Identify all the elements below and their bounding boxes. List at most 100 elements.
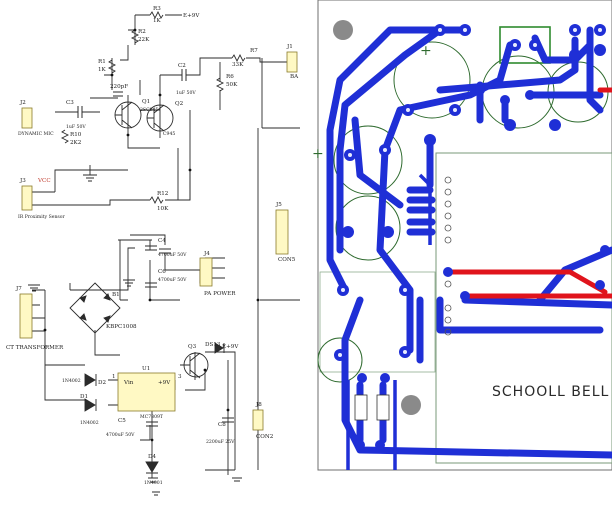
pcb-green-component-box — [499, 26, 551, 64]
connector-j7 — [19, 293, 33, 339]
pcb-mounting-holes — [333, 20, 421, 415]
label-j3-name: IR Proximity Sensor — [18, 214, 66, 220]
pcb-board-text: SCHOOLL BELL SC — [492, 384, 612, 400]
label-j2-name: DYNAMIC MIC — [18, 131, 54, 137]
capacitor-c8 — [222, 417, 234, 423]
label-c3-value: 1uF 50V — [66, 124, 86, 130]
label-u1-vin: Vin — [123, 380, 134, 386]
label-u1: U1 — [142, 366, 150, 372]
schematic-capacitors — [77, 69, 234, 427]
label-c5-value: 4700uF 50V — [106, 432, 135, 438]
junction-dots — [43, 28, 260, 442]
label-d4: D4 — [148, 454, 156, 460]
label-supply-mid: E+9V — [222, 344, 239, 350]
label-u1-pin1: 1 — [112, 374, 116, 380]
capacitor-c3 — [77, 106, 83, 118]
schematic-transistors — [114, 101, 209, 379]
capacitor-c1 — [113, 91, 123, 97]
pcb-layout: + + SCHOOLL BELL SC — [312, 0, 612, 471]
capacitor-c4b — [159, 248, 171, 254]
connector-j8 — [252, 409, 264, 431]
pcb-module-outline — [435, 152, 612, 464]
label-c3: C3 — [66, 100, 74, 106]
diode-d4 — [145, 461, 159, 474]
label-c4: C4 — [158, 238, 166, 244]
mount-hole-top-left — [333, 20, 353, 40]
label-d4-value: 1N4001 — [144, 480, 163, 486]
label-j4: J4 — [203, 251, 210, 257]
resistor-r2 — [130, 29, 140, 44]
label-c1-value: 220pF — [110, 84, 128, 90]
label-j3: J3 — [19, 178, 26, 184]
connector-j2 — [21, 107, 33, 129]
pcb-plus-mark-top: + — [420, 43, 432, 59]
label-rmic-value: 2K2 — [70, 140, 82, 146]
pcb-resistor-bodies — [354, 394, 390, 421]
diode-d1 — [84, 398, 97, 412]
label-j5: J5 — [275, 202, 282, 208]
label-j3-vcc: VCC — [37, 178, 51, 184]
label-j1-name: BA — [290, 74, 299, 80]
label-r1: R1 — [98, 59, 106, 65]
diode-ds13 — [214, 342, 225, 354]
label-r3: R3 — [153, 6, 161, 12]
label-r12: R12 — [157, 191, 169, 197]
label-c6: C6 — [158, 269, 166, 275]
label-u1-pin3: 3 — [178, 374, 182, 380]
resistor-r12 — [149, 195, 164, 205]
mount-hole-bottom — [401, 395, 421, 415]
bridge-rectifier-b1 — [69, 282, 121, 334]
label-q1: Q1 — [142, 99, 150, 105]
ground-symbols — [28, 279, 160, 496]
label-j2: J2 — [19, 100, 26, 106]
label-d1: D1 — [80, 394, 88, 400]
pcb-red-traces — [445, 87, 612, 299]
label-c6-value: 4700uF 50V — [158, 277, 187, 283]
label-j8: J8 — [255, 402, 262, 408]
label-r6: R6 — [226, 74, 234, 80]
label-q2-value: C945 — [163, 131, 175, 137]
resistor-r3 — [149, 10, 164, 20]
label-c5: C5 — [118, 418, 126, 424]
connector-j1 — [286, 51, 298, 73]
label-rmic: R10 — [70, 132, 82, 138]
label-ds13: DS13 — [205, 342, 221, 348]
label-c2-value: 1uF 50V — [176, 90, 196, 96]
label-r12-value: 10K — [157, 206, 169, 212]
schematic-diodes — [84, 342, 225, 474]
diode-d2 — [84, 373, 97, 387]
label-c2: C2 — [178, 63, 186, 69]
label-j7: J7 — [15, 286, 22, 292]
label-r2-value: 22K — [138, 37, 150, 43]
pcb-plus-mark-left: + — [312, 146, 324, 162]
label-r6-value: 50K — [226, 82, 238, 88]
label-j4-name: PA POWER — [204, 291, 236, 297]
capacitor-c6 — [145, 282, 157, 288]
schematic-labels: R3 1K E+9V R2 22K R1 1K C3 1uF 50V 220pF… — [6, 6, 299, 486]
connector-j5 — [275, 209, 289, 255]
label-b1: B1 — [112, 292, 120, 298]
label-r3-value: 1K — [153, 18, 162, 24]
label-c4-value: 4700uF 50V — [158, 252, 187, 258]
label-r7: R7 — [250, 48, 258, 54]
label-d2-value: 1N4002 — [62, 378, 81, 384]
label-j7-name: CT TRANSFORMER — [6, 345, 64, 351]
resistor-r6 — [215, 77, 225, 92]
pcb-header-pins — [444, 176, 452, 336]
label-j8-name: CON2 — [256, 434, 274, 440]
pcb-thin-traces — [346, 173, 432, 470]
label-supply-top: E+9V — [183, 13, 200, 19]
label-j5-name: CON5 — [278, 257, 296, 263]
pcb-pad-holes — [338, 28, 602, 357]
label-q1-value: 2SC945 — [140, 107, 158, 113]
capacitor-c4 — [145, 245, 157, 251]
label-q3: Q3 — [188, 344, 197, 350]
label-d1-value: 1N4002 — [80, 420, 99, 426]
regulator-u1 — [117, 372, 176, 412]
label-r7-value: 33K — [232, 62, 244, 68]
connector-j4 — [199, 257, 213, 287]
label-u1-part: MC7809T — [140, 414, 164, 420]
schematic-connectors — [19, 51, 298, 431]
pcb-silk-region — [319, 271, 436, 373]
